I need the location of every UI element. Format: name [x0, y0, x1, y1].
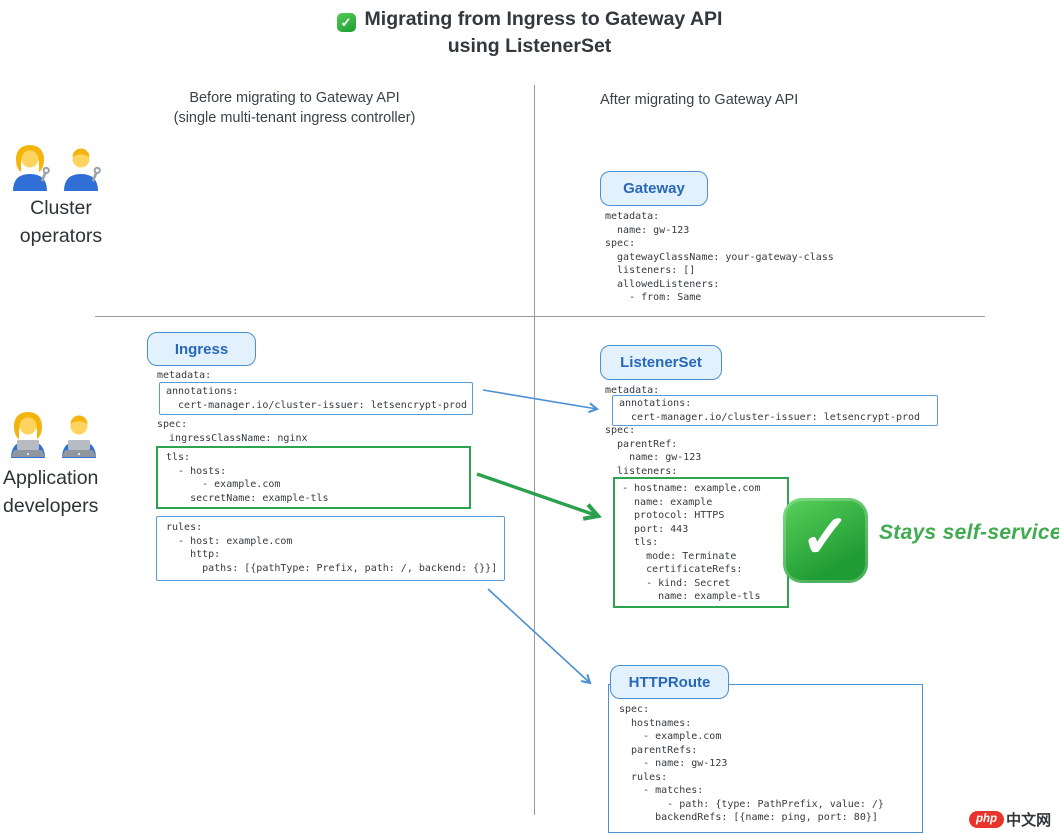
listenerset-resource-pill: ListenerSet — [600, 345, 722, 380]
listenerset-annotations-yaml: annotations: cert-manager.io/cluster-iss… — [619, 398, 921, 423]
cluster-operators-label: Cluster operators — [19, 197, 103, 247]
title-line1: Migrating from Ingress to Gateway API — [364, 8, 723, 30]
httproute-outline-box — [608, 684, 923, 833]
man-technologist-icon — [62, 415, 96, 458]
horizontal-divider — [95, 316, 985, 317]
title-line2: using ListenerSet — [447, 35, 612, 57]
column-header-after: After migrating to Gateway API — [600, 92, 799, 108]
title-line1-wrap: ✓ Migrating from Ingress to Gateway API — [0, 6, 1059, 33]
ingress-annotations-highlight-box — [159, 382, 473, 415]
httproute-resource-pill: HTTPRoute — [610, 665, 729, 699]
cluster-operators-personas — [8, 143, 103, 191]
listenerset-listeners-yaml: - hostname: example.com name: example pr… — [622, 483, 761, 602]
application-developers-personas — [6, 410, 101, 458]
vertical-divider — [534, 85, 535, 815]
check-mark-icon: ✓ — [336, 13, 356, 32]
check-glyph: ✓ — [800, 502, 851, 570]
httproute-yaml: spec: hostnames: - example.com parentRef… — [619, 704, 884, 823]
woman-mechanic-icon — [13, 145, 50, 191]
diagram-title: ✓ Migrating from Ingress to Gateway API u… — [0, 6, 1059, 60]
ingress-metadata-yaml: metadata: — [157, 370, 212, 381]
annotations-migration-arrow — [482, 389, 600, 414]
gateway-resource-pill: Gateway — [600, 171, 708, 206]
column-header-before: Before migrating to Gateway API (single … — [122, 88, 467, 128]
watermark-php-badge: php — [969, 811, 1005, 828]
before-header-line1: Before migrating to Gateway API — [189, 90, 400, 106]
application-developers-label: Application developers — [3, 467, 99, 517]
ingress-tls-highlight-box — [156, 446, 471, 509]
listenerset-metadata-yaml: metadata: — [605, 385, 660, 396]
ingress-rules-highlight-box — [156, 516, 505, 581]
ingress-annotations-yaml: annotations: cert-manager.io/cluster-iss… — [166, 386, 468, 411]
man-mechanic-icon — [64, 148, 101, 191]
ingress-resource-pill: Ingress — [147, 332, 256, 366]
ingress-spec-yaml: spec: ingressClassName: nginx — [157, 419, 308, 444]
listenerset-annotations-highlight-box — [612, 395, 938, 426]
stays-self-service-note: Stays self-service — [879, 521, 1059, 544]
before-header-line2: (single multi-tenant ingress controller) — [173, 110, 416, 126]
ingress-tls-yaml: tls: - hosts: - example.com secretName: … — [166, 452, 329, 504]
rules-to-httproute-arrow — [487, 588, 592, 685]
woman-technologist-icon — [11, 412, 45, 458]
gateway-yaml: metadata: name: gw-123 spec: gatewayClas… — [605, 211, 834, 303]
check-glyph: ✓ — [340, 15, 352, 30]
listenerset-spec-yaml: spec: parentRef: name: gw-123 listeners: — [605, 425, 702, 477]
ingress-rules-yaml: rules: - host: example.com http: paths: … — [166, 522, 498, 574]
tls-to-listeners-arrow — [476, 472, 598, 516]
watermark-site-name: 中文网 — [1006, 811, 1052, 829]
watermark: php 中文网 — [969, 809, 1051, 830]
self-service-check-icon: ✓ — [783, 498, 868, 583]
